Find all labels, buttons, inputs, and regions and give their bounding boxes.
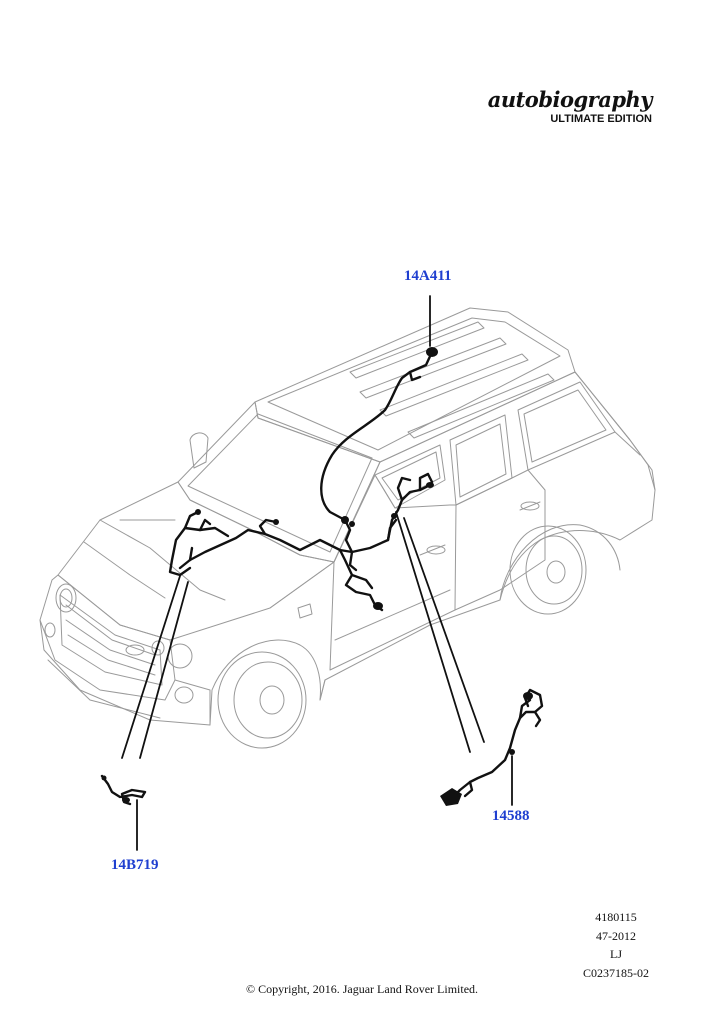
- rear-wheel: [509, 525, 587, 615]
- body-side: [269, 371, 656, 701]
- main-harness: [168, 350, 434, 612]
- part-14588: [448, 688, 544, 802]
- callout-14A411[interactable]: 14A411: [404, 268, 452, 284]
- roof-rail: [349, 321, 485, 379]
- front-door: [329, 474, 457, 671]
- front-wheel: [217, 651, 307, 749]
- callout-14B719[interactable]: 14B719: [111, 857, 159, 873]
- front-wheel-arch: [209, 639, 321, 726]
- part-14B719: [100, 774, 147, 806]
- vehicle-outline: [39, 307, 656, 749]
- harness-connectors: [195, 347, 438, 610]
- callout-14588[interactable]: 14588: [492, 808, 530, 824]
- reference-line-4: C0237185-02: [583, 965, 649, 980]
- windscreen: [177, 401, 381, 563]
- reference-block: 4180115 47-2012 LJ C0237185-02: [583, 908, 649, 982]
- side-mirror: [189, 432, 209, 469]
- leader-right-b: [403, 517, 485, 743]
- copyright-notice: © Copyright, 2016. Jaguar Land Rover Lim…: [245, 982, 479, 996]
- rear-door: [454, 469, 546, 611]
- brand-subtitle: ULTIMATE EDITION: [550, 113, 652, 125]
- reference-line-3: LJ: [610, 947, 622, 961]
- leader-right-a: [395, 511, 471, 753]
- leader-lines: [121, 295, 513, 851]
- reference-line-2: 47-2012: [596, 928, 636, 943]
- leader-left-a: [121, 575, 181, 759]
- roof-panel: [254, 307, 576, 463]
- part-14588-connectors: [440, 692, 533, 806]
- leader-left-b: [139, 581, 189, 759]
- brand-script: autobiography: [487, 87, 653, 112]
- brand-block: autobiography ULTIMATE EDITION: [487, 87, 653, 126]
- bonnet: [57, 481, 335, 641]
- front-grille: [39, 574, 176, 701]
- reference-line-1: 4180115: [595, 910, 637, 924]
- part-14B719-connector: [101, 775, 130, 803]
- roof-connector: [426, 347, 438, 357]
- headlight-left: [55, 583, 77, 613]
